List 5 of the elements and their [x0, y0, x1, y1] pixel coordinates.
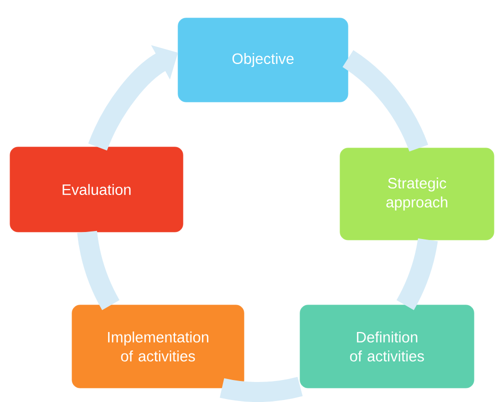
cycle-step-box: Definition of activities	[300, 304, 474, 388]
cycle-step-box: Strategic approach	[340, 148, 494, 240]
cycle-step-box: Implementation of activities	[72, 304, 244, 388]
cycle-step-box: Objective	[178, 18, 348, 102]
cycle-step-box: Evaluation	[10, 146, 184, 232]
